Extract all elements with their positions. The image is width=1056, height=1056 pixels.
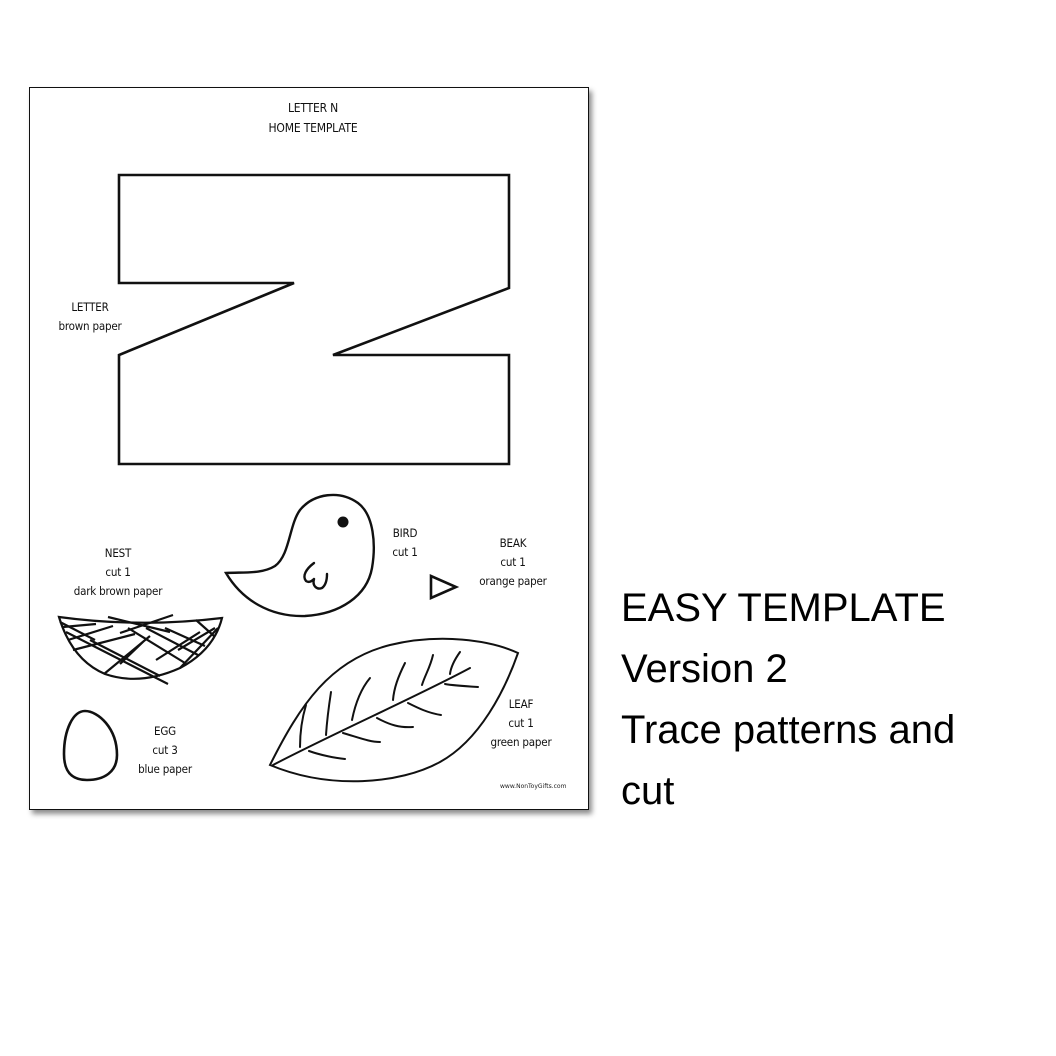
leaf-label: LEAF cut 1 green paper bbox=[490, 695, 551, 752]
sheet-title: LETTER N HOME TEMPLATE bbox=[269, 98, 358, 138]
bird-name: BIRD bbox=[392, 526, 418, 540]
egg-label: EGG cut 3 blue paper bbox=[138, 722, 192, 779]
bird-label: BIRD cut 1 bbox=[392, 524, 417, 562]
template-sheet bbox=[29, 87, 589, 810]
letter-n-shape-icon bbox=[117, 173, 511, 466]
letter-material: brown paper bbox=[58, 319, 122, 333]
caption: EASY TEMPLATE Version 2 Trace patterns a… bbox=[621, 578, 955, 822]
letter-name: LETTER bbox=[71, 300, 109, 314]
beak-name: BEAK bbox=[499, 536, 527, 550]
egg-shape-icon bbox=[62, 709, 119, 782]
letter-label: LETTER brown paper bbox=[58, 298, 121, 336]
beak-material: orange paper bbox=[479, 574, 547, 588]
caption-line1: EASY TEMPLATE bbox=[621, 586, 946, 630]
nest-shape-icon bbox=[57, 613, 224, 685]
beak-label: BEAK cut 1 orange paper bbox=[479, 534, 547, 591]
nest-label: NEST cut 1 dark brown paper bbox=[74, 544, 163, 601]
bird-cut: cut 1 bbox=[392, 545, 418, 559]
leaf-name: LEAF bbox=[508, 697, 534, 711]
leaf-shape-icon bbox=[268, 637, 520, 783]
sheet-title-line2: HOME TEMPLATE bbox=[268, 121, 358, 135]
nest-name: NEST bbox=[104, 546, 132, 560]
caption-line4: cut bbox=[621, 769, 675, 813]
egg-cut: cut 3 bbox=[152, 743, 178, 757]
caption-line2: Version 2 bbox=[621, 647, 788, 691]
leaf-cut: cut 1 bbox=[508, 716, 534, 730]
nest-cut: cut 1 bbox=[105, 565, 131, 579]
sheet-title-line1: LETTER N bbox=[287, 101, 339, 115]
credit-url: www.NonToyGifts.com bbox=[500, 783, 567, 790]
beak-cut: cut 1 bbox=[500, 555, 526, 569]
caption-line3: Trace patterns and bbox=[621, 708, 956, 752]
nest-material: dark brown paper bbox=[73, 584, 163, 598]
triangle-beak-shape-icon bbox=[429, 574, 460, 600]
bird-shape-icon bbox=[223, 493, 375, 618]
egg-name: EGG bbox=[154, 724, 176, 738]
leaf-material: green paper bbox=[490, 735, 552, 749]
egg-material: blue paper bbox=[138, 762, 192, 776]
